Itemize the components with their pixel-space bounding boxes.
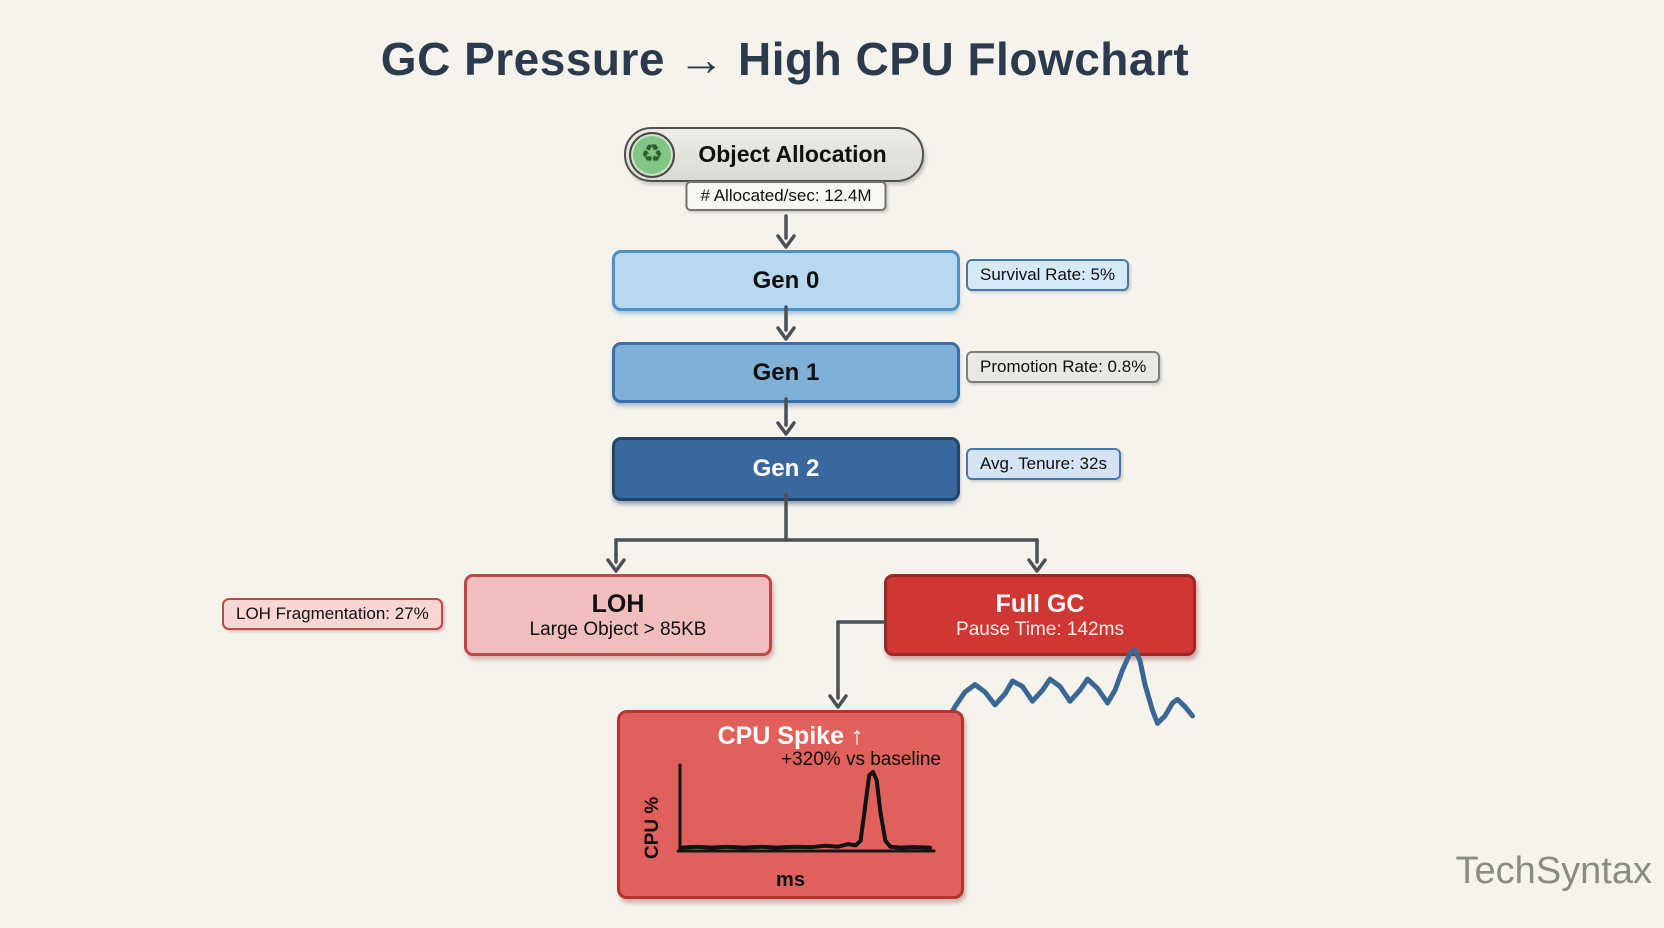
node-full-gc: Full GC Pause Time: 142ms bbox=[884, 574, 1196, 656]
node-gen2: Gen 2 bbox=[612, 437, 960, 501]
cpu-chart-axes bbox=[676, 763, 936, 853]
node-loh-title: LOH bbox=[591, 590, 645, 618]
node-cpu-spike: CPU Spike ↑ +320% vs baseline CPU % ms bbox=[617, 710, 964, 899]
node-gen0: Gen 0 bbox=[612, 250, 960, 311]
cpu-chart-xlabel: ms bbox=[776, 869, 805, 891]
node-object-allocation-label: Object Allocation bbox=[698, 141, 887, 167]
promotion-rate-badge: Promotion Rate: 0.8% bbox=[966, 351, 1161, 383]
watermark-techsyntax: TechSyntax bbox=[1455, 850, 1652, 892]
gc-squiggle-path bbox=[945, 647, 1195, 726]
cpu-spike-series-line bbox=[680, 769, 932, 850]
cpu-spike-chart bbox=[676, 763, 936, 853]
node-gen2-label: Gen 2 bbox=[752, 455, 820, 482]
node-full-gc-title: Full GC bbox=[995, 590, 1085, 618]
node-object-allocation: ♻ Object Allocation bbox=[624, 127, 924, 182]
node-loh-subtitle: Large Object > 85KB bbox=[529, 619, 707, 640]
recycle-icon: ♻ bbox=[629, 131, 675, 178]
node-full-gc-subtitle: Pause Time: 142ms bbox=[956, 619, 1124, 640]
cpu-chart-ylabel: CPU % bbox=[642, 796, 663, 860]
node-cpu-spike-title: CPU Spike ↑ bbox=[717, 722, 864, 750]
allocation-rate-badge: # Allocated/sec: 12.4M bbox=[685, 181, 887, 211]
node-gen0-label: Gen 0 bbox=[752, 266, 820, 294]
node-loh: LOH Large Object > 85KB bbox=[464, 574, 772, 656]
node-gen1-label: Gen 1 bbox=[752, 358, 820, 386]
survival-rate-badge: Survival Rate: 5% bbox=[966, 259, 1130, 291]
cpu-spike-annotation: +320% vs baseline bbox=[780, 749, 941, 770]
node-gen1: Gen 1 bbox=[612, 342, 960, 403]
loh-fragmentation-badge: LOH Fragmentation: 27% bbox=[222, 598, 443, 630]
gc-activity-squiggle-line bbox=[945, 647, 1195, 726]
avg-tenure-badge: Avg. Tenure: 32s bbox=[966, 448, 1121, 480]
page-title: GC Pressure → High CPU Flowchart bbox=[380, 33, 1190, 85]
